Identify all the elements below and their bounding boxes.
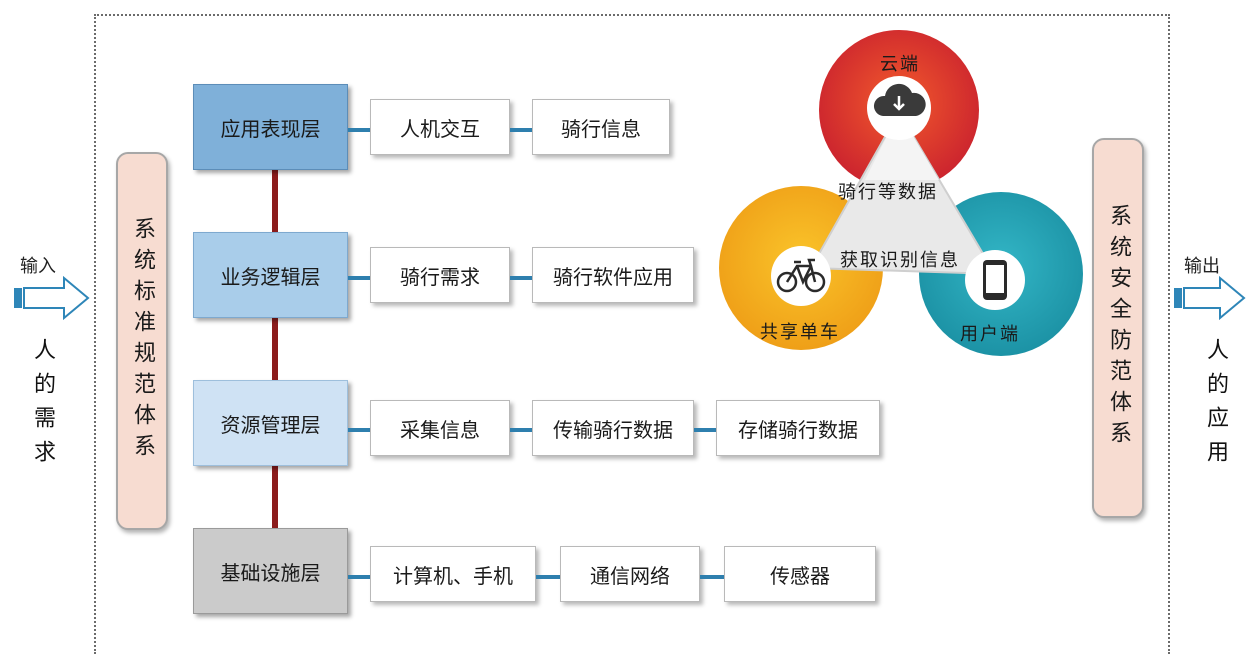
item-collect-info: 采集信息 (370, 400, 510, 456)
connector (348, 575, 370, 579)
output-label: 输出 (1184, 256, 1220, 277)
layer-application: 应用表现层 (193, 84, 348, 170)
connector (510, 128, 532, 132)
item-computer-phone: 计算机、手机 (370, 546, 536, 602)
input-arrow-icon (14, 276, 90, 320)
phone-icon (983, 260, 1007, 300)
output-caption: 人的应用 (1203, 338, 1228, 474)
item-riding-info: 骑行信息 (532, 99, 670, 155)
bike-icon (776, 258, 826, 293)
item-riding-demand: 骑行需求 (370, 247, 510, 303)
trefoil-diagram (719, 30, 1083, 356)
flow-label-data: 骑行等数据 (838, 182, 938, 203)
layer-connector (272, 466, 278, 528)
layer-resource-management: 资源管理层 (193, 380, 348, 466)
connector (694, 428, 716, 432)
cloud-icon (873, 83, 926, 116)
connector (510, 276, 532, 280)
layer-connector (272, 318, 278, 380)
connector (348, 128, 370, 132)
item-transmit-data: 传输骑行数据 (532, 400, 694, 456)
connector (536, 575, 560, 579)
item-riding-app: 骑行软件应用 (532, 247, 694, 303)
connector (348, 428, 370, 432)
item-store-data: 存储骑行数据 (716, 400, 880, 456)
cloud-label: 云端 (880, 54, 920, 75)
layer-connector (272, 170, 278, 232)
input-caption: 人的需求 (30, 338, 55, 474)
layer-business-logic: 业务逻辑层 (193, 232, 348, 318)
layer-infrastructure: 基础设施层 (193, 528, 348, 614)
connector (700, 575, 724, 579)
item-sensor: 传感器 (724, 546, 876, 602)
connector (510, 428, 532, 432)
user-label: 用户端 (960, 324, 1020, 345)
output-arrow-icon (1174, 276, 1246, 320)
input-label: 输入 (20, 256, 56, 277)
flow-label-identify: 获取识别信息 (840, 250, 960, 271)
security-system-pill: 系统安全防范体系 (1092, 138, 1144, 518)
connector (348, 276, 370, 280)
item-human-interaction: 人机交互 (370, 99, 510, 155)
standards-system-pill: 系统标准规范体系 (116, 152, 168, 530)
bike-label: 共享单车 (760, 322, 840, 343)
item-comm-network: 通信网络 (560, 546, 700, 602)
system-frame (94, 14, 1170, 654)
